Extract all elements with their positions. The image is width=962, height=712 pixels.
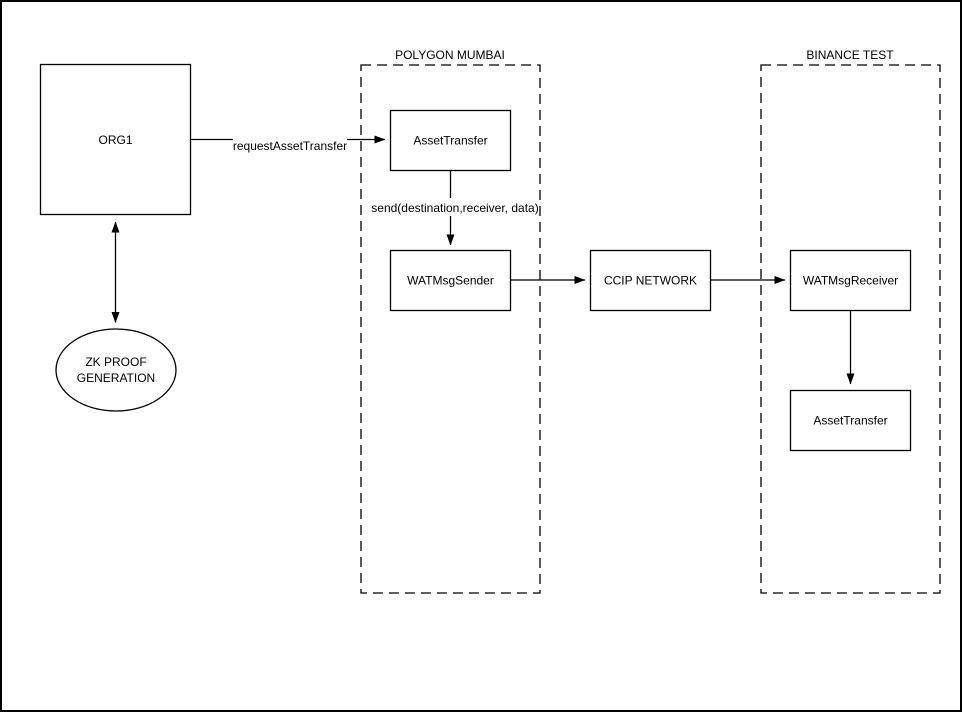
node-asset-transfer-dest [789, 389, 912, 452]
node-zk-proof-label-line1: ZK PROOF [85, 355, 146, 369]
group-polygon-mumbai [360, 64, 541, 594]
node-org1-label: ORG1 [98, 133, 132, 147]
edge-send-message-label: send(destination,receiver, data) [371, 201, 538, 215]
edge-label-bg [233, 135, 347, 153]
node-zk-proof-label-line2: GENERATION [77, 371, 155, 385]
node-ccip-network-label: CCIP NETWORK [604, 274, 697, 288]
node-org1 [39, 63, 192, 216]
node-watmsg-sender [389, 249, 512, 312]
node-asset-transfer-source-label: AssetTransfer [413, 134, 487, 148]
node-watmsg-receiver-label: WATMsgReceiver [803, 274, 898, 288]
edge-label-bg [376, 198, 534, 216]
node-zk-proof-generation [55, 328, 177, 412]
node-watmsg-receiver [789, 249, 912, 312]
node-ccip-network [589, 249, 712, 312]
group-polygon-mumbai-label: POLYGON MUMBAI [395, 48, 505, 62]
node-watmsg-sender-label: WATMsgSender [407, 274, 494, 288]
group-binance-test [760, 64, 941, 594]
node-asset-transfer-source [389, 109, 512, 172]
group-binance-test-label: BINANCE TEST [806, 48, 894, 62]
edge-request-asset-transfer-label: requestAssetTransfer [233, 139, 347, 153]
node-asset-transfer-dest-label: AssetTransfer [813, 414, 887, 428]
